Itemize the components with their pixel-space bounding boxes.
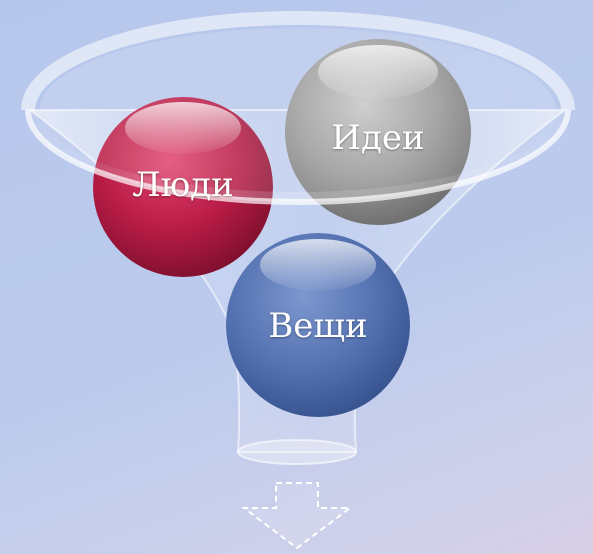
funnel-spout	[238, 440, 356, 464]
label-ideas: Идеи	[278, 118, 478, 158]
output-arrow	[244, 483, 350, 548]
label-people: Люди	[83, 165, 283, 205]
label-things: Вещи	[218, 306, 418, 346]
